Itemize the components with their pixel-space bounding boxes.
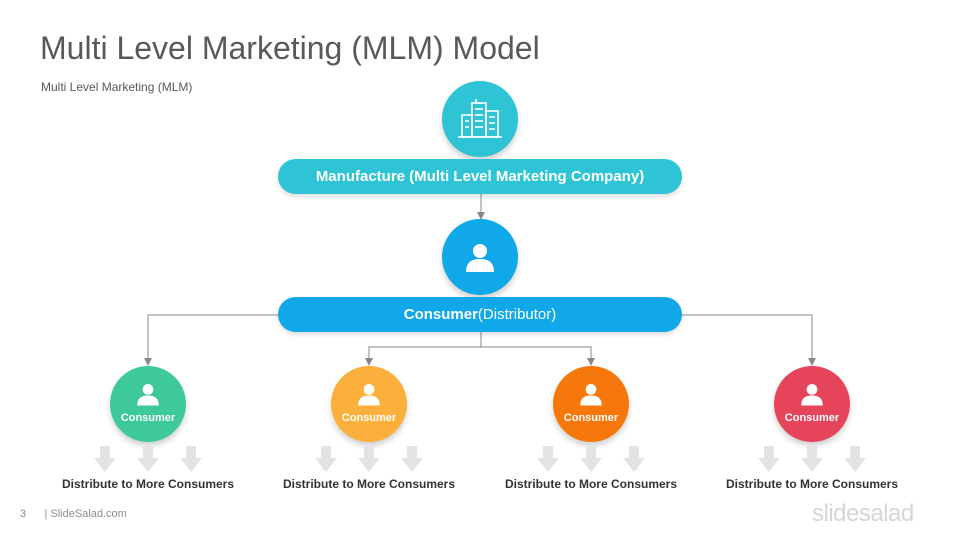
consumer-label-4: Consumer [784,412,840,424]
slide-title: Multi Level Marketing (MLM) Model [40,30,540,66]
connector-left [144,314,280,366]
connector-right [682,314,816,366]
down-arrows-icon [315,446,423,472]
brand-logo: slidesalad [812,500,914,527]
consumer-caption-1: Distribute to More Consumers [61,477,235,491]
distributor-circle [442,219,518,295]
distributor-pill: Consumer (Distributor) [278,297,682,332]
footer: 3 | SlideSalad.com [20,508,127,520]
consumer-caption-4: Distribute to More Consumers [725,477,899,491]
down-arrows-icon [537,446,645,472]
page-number: 3 [20,508,27,520]
connector-middle [365,332,482,366]
consumer-label-2: Consumer [341,412,397,424]
consumer-label-1: Consumer [120,412,176,424]
consumer-caption-2: Distribute to More Consumers [282,477,456,491]
company-circle [442,81,518,157]
user-icon [580,384,602,406]
company-label: Manufacture (Multi Level Marketing Compa… [315,168,645,185]
user-icon [358,384,380,406]
consumer-circle-3: Consumer [553,366,629,442]
consumer-circle-1: Consumer [110,366,186,442]
buildings-icon [458,99,502,138]
connector-middle-right [481,346,595,366]
consumer-circle-4: Consumer [774,366,850,442]
down-arrows-icon [94,446,202,472]
consumer-label-3: Consumer [563,412,619,424]
user-icon [137,384,159,406]
consumer-circle-2: Consumer [331,366,407,442]
slide-subtitle: Multi Level Marketing (MLM) [41,80,193,94]
distributor-label-bold: Consumer [403,306,478,323]
distributor-label-rest: (Distributor) [477,306,557,323]
consumer-caption-3: Distribute to More Consumers [504,477,678,491]
user-icon [466,244,494,272]
footer-text: | SlideSalad.com [44,508,127,520]
company-pill: Manufacture (Multi Level Marketing Compa… [278,159,682,194]
down-arrows-icon [758,446,866,472]
user-icon [801,384,823,406]
